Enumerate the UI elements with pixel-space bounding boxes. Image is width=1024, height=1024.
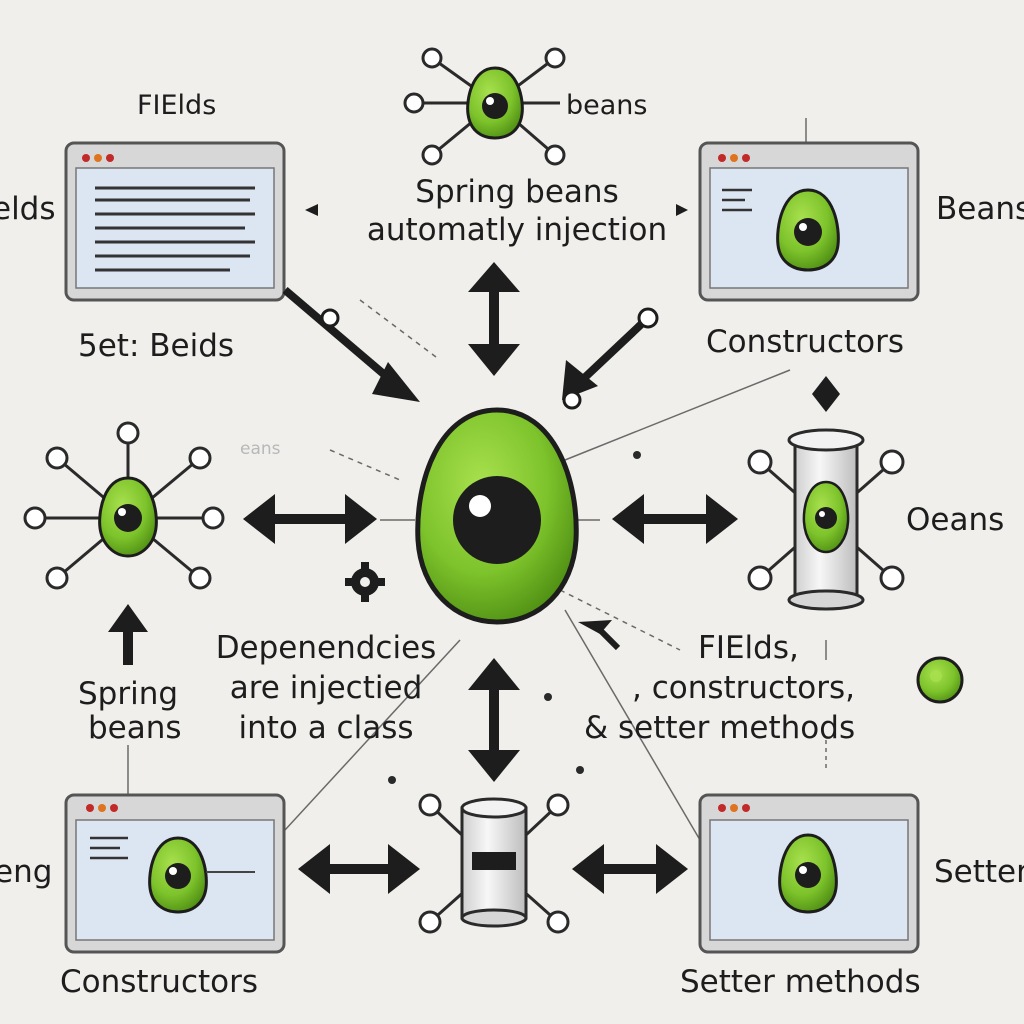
double-arrow-icon: [468, 262, 520, 376]
connector-lines: [127, 118, 827, 841]
arrow-topleft: [282, 286, 420, 402]
double-arrow-icon: [612, 494, 738, 544]
cylinder-right: [787, 428, 865, 611]
double-arrow-icon: [572, 844, 688, 894]
label-setter-methods-bottom: Setter methods: [680, 964, 921, 1000]
label-spring-beans-1: Spring: [78, 676, 179, 712]
label-dependencies-1: Depenendcies: [215, 630, 437, 666]
label-set-beilds: 5et: Beids: [78, 328, 235, 364]
double-arrow-icon: [243, 494, 377, 544]
window-setter-methods: [698, 793, 920, 954]
label-beans-right-top: Beans: [936, 191, 1024, 227]
label-constructors-top: Constructors: [706, 324, 905, 360]
cylinder-bottom: [418, 793, 570, 934]
label-beans-right-mid: Oeans: [906, 502, 1005, 538]
label-constructors-bottom: Constructors: [60, 964, 259, 1000]
window-constructors: [64, 793, 286, 954]
window-beans-top-right: [698, 141, 920, 302]
label-dependencies-2: are injectied: [229, 670, 423, 706]
label-fields-top: FIElds: [137, 90, 217, 121]
network-node-top: [403, 47, 566, 166]
network-node-left: [23, 421, 225, 590]
central-bean: [415, 407, 579, 625]
label-fields-right-1: FIElds,: [698, 630, 799, 666]
label-beans-top: beans: [566, 90, 648, 121]
arrows: [108, 204, 840, 894]
label-dependencies-3: into a class: [238, 710, 414, 746]
up-arrow-icon: [108, 604, 148, 665]
label-fields-right-2: , constructors,: [632, 670, 855, 706]
label-eng-partial: eng: [0, 854, 53, 890]
double-arrow-icon: [298, 844, 420, 894]
label-setter-partial: Setter: [934, 854, 1024, 890]
label-fields-right-3: & setter methods: [584, 710, 856, 746]
arrow-topright: [562, 307, 659, 410]
gear-icon: [345, 562, 385, 602]
label-spring-beans-2: beans: [88, 710, 182, 746]
label-fields-left: elds: [0, 191, 56, 227]
connector-dots: [388, 451, 641, 784]
diamond-icon: [812, 376, 840, 412]
window-fields: [64, 141, 286, 302]
small-bean: [916, 656, 964, 704]
double-arrow-icon: [468, 658, 520, 782]
title-line-1: Spring beans: [415, 174, 619, 210]
title-line-2: automatly injection: [366, 212, 668, 248]
label-beans-faint: eans: [240, 439, 281, 459]
